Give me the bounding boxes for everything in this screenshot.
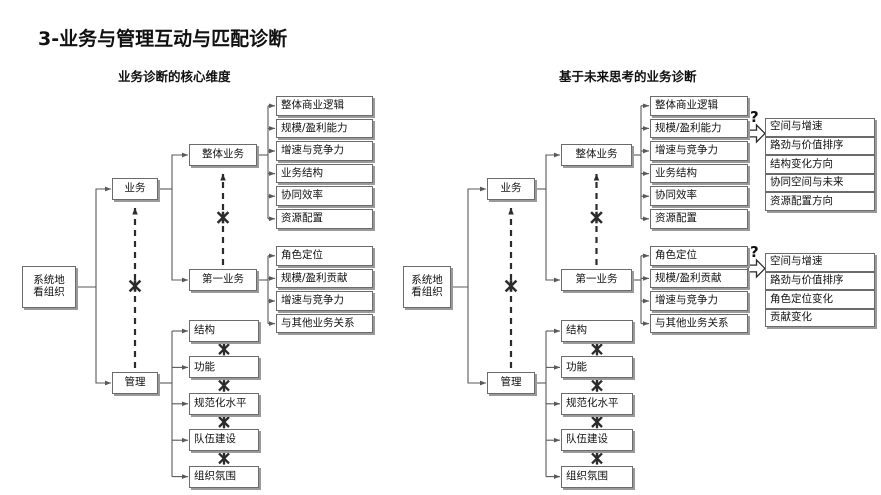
panel-right-management-item[interactable]: 规范化水平 <box>561 392 633 415</box>
panel-right-item[interactable]: 规模/盈利贡献 <box>650 268 748 289</box>
panel-left-item[interactable]: 增速与竞争力 <box>276 291 373 311</box>
panel-left-item[interactable]: 协同效率 <box>276 186 373 206</box>
panel-left-management-item[interactable]: 功能 <box>189 356 259 379</box>
panel-left-item[interactable]: 增速与竞争力 <box>276 141 373 161</box>
panel-right-item[interactable]: 业务结构 <box>650 163 748 184</box>
panel-left-branch-business[interactable]: 业务 <box>112 178 158 200</box>
cross-marker <box>218 416 230 428</box>
cross-marker <box>218 452 230 465</box>
panel-right-item[interactable]: 规模/盈利能力 <box>650 118 748 139</box>
panel-subtitle-left: 业务诊断的核心维度 <box>118 69 231 84</box>
panel-right-outcome-question-mark: ? <box>750 108 759 126</box>
panel-right-outcome-question-mark: ? <box>750 243 759 261</box>
panel-right-outcome-item[interactable]: 路劲与价值排序 <box>765 136 875 156</box>
panel-right-item[interactable]: 增速与竞争力 <box>650 141 748 161</box>
panel-right-outcome-item[interactable]: 路劲与价值排序 <box>765 271 875 291</box>
panel-right-outcome-item[interactable]: 贡献变化 <box>765 308 875 328</box>
panel-right-branch-management[interactable]: 管理 <box>487 372 535 394</box>
panel-right-management-item[interactable]: 结构 <box>561 320 633 342</box>
panel-left-management-item[interactable]: 队伍建设 <box>189 429 259 452</box>
panel-left-item[interactable]: 整体商业逻辑 <box>276 96 373 116</box>
panel-right-item[interactable]: 资源配置 <box>650 209 748 229</box>
panel-left-group-primary[interactable]: 第一业务 <box>189 269 257 291</box>
question-arrow-icon <box>747 123 766 144</box>
cross-marker <box>591 343 603 356</box>
panel-right-root-box[interactable]: 系统地看组织 <box>403 266 451 308</box>
panel-left-item[interactable]: 与其他业务关系 <box>276 313 373 334</box>
root-label-line1: 系统地 <box>33 274 65 287</box>
root-label-line2: 看组织 <box>411 286 443 298</box>
panel-right-outcome-item[interactable]: 资源配置方向 <box>765 192 875 211</box>
cross-marker <box>591 379 603 392</box>
panel-left-item[interactable]: 资源配置 <box>276 209 373 229</box>
question-arrow-icon <box>747 258 766 279</box>
panel-left-management-item[interactable]: 组织氛围 <box>189 465 259 488</box>
cross-marker <box>590 211 603 224</box>
panel-right-outcome-item[interactable]: 空间与增速 <box>765 118 875 137</box>
panel-right-group-primary[interactable]: 第一业务 <box>561 269 632 291</box>
panel-right-management-item[interactable]: 组织氛围 <box>561 465 633 488</box>
cross-marker <box>218 343 230 356</box>
cross-marker <box>218 379 230 392</box>
root-label-line2: 看组织 <box>33 286 65 298</box>
panel-left-item[interactable]: 规模/盈利能力 <box>276 118 373 139</box>
panel-right-branch-business[interactable]: 业务 <box>487 178 535 200</box>
cross-marker <box>128 279 142 293</box>
cross-marker <box>591 452 603 465</box>
panel-left-management-item[interactable]: 结构 <box>189 320 259 342</box>
root-label-line1: 系统地 <box>411 274 443 287</box>
panel-subtitle-right: 基于未来思考的业务诊断 <box>559 69 697 84</box>
page-title: 3-业务与管理互动与匹配诊断 <box>38 28 288 50</box>
panel-right-outcome-item[interactable]: 角色定位变化 <box>765 290 875 309</box>
panel-left-item[interactable]: 业务结构 <box>276 163 373 184</box>
panel-left-root-box[interactable]: 系统地看组织 <box>22 266 76 308</box>
panel-right-item[interactable]: 角色定位 <box>650 246 748 266</box>
panel-right-item[interactable]: 增速与竞争力 <box>650 291 748 311</box>
cross-marker <box>216 211 230 224</box>
panel-right-outcome-item[interactable]: 协同空间与未来 <box>765 173 875 193</box>
cross-marker <box>504 279 518 293</box>
cross-marker <box>591 416 603 428</box>
panel-right-item[interactable]: 整体商业逻辑 <box>650 96 748 116</box>
panel-right-management-item[interactable]: 功能 <box>561 356 633 379</box>
panel-right-outcome-item[interactable]: 结构变化方向 <box>765 155 875 174</box>
panel-right-item[interactable]: 与其他业务关系 <box>650 313 748 334</box>
panel-right-group-overall[interactable]: 整体业务 <box>561 144 632 166</box>
panel-right-item[interactable]: 协同效率 <box>650 186 748 206</box>
panel-right-management-item[interactable]: 队伍建设 <box>561 429 633 452</box>
panel-left-management-item[interactable]: 规范化水平 <box>189 392 259 415</box>
panel-left-item[interactable]: 规模/盈利贡献 <box>276 268 373 289</box>
panel-left-group-overall[interactable]: 整体业务 <box>189 144 257 166</box>
panel-left-item[interactable]: 角色定位 <box>276 246 373 266</box>
panel-left-branch-management[interactable]: 管理 <box>112 372 158 394</box>
panel-right-outcome-item[interactable]: 空间与增速 <box>765 253 875 272</box>
